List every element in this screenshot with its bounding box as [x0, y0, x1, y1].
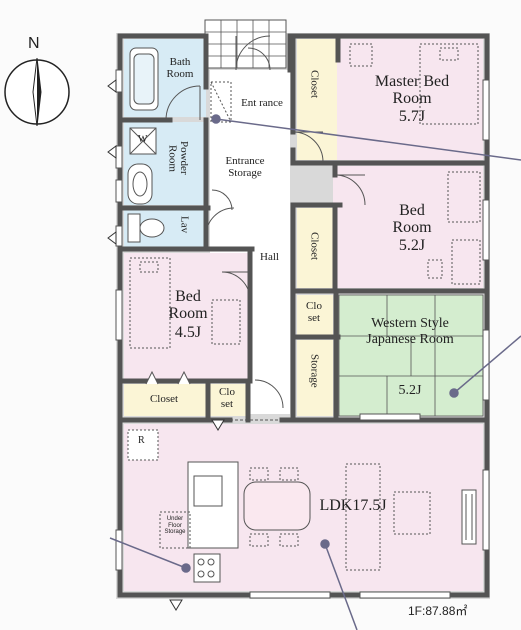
entrance-storage-label: Entrance Storage — [225, 155, 265, 179]
refrigerator-mark: R — [138, 435, 145, 446]
closet-small-1-label: Clo set — [306, 300, 322, 324]
bedroom3-size: 4.5J — [174, 324, 202, 341]
door-swings — [145, 35, 366, 421]
storage-label: Storage — [308, 354, 321, 388]
washing-machine-mark: W — [138, 134, 148, 145]
bedroom2-name: Bed Room — [392, 202, 432, 236]
master-bedroom-name: Master Bed Room — [374, 73, 450, 107]
floor-area-label: 1F:87.88㎡ — [408, 604, 468, 618]
master-bedroom-size: 5.7J — [398, 108, 426, 125]
master-closet-label: Closet — [308, 70, 321, 99]
room-fills — [124, 39, 483, 591]
closet3-label: Closet — [149, 393, 179, 405]
photo-callouts — [109, 114, 521, 630]
japanese-room-name: Western Style Japanese Room — [366, 316, 454, 348]
entrance-label: Ent rance — [241, 97, 283, 109]
hall-label: Hall — [260, 251, 279, 263]
powder-room-label: Powder Room — [166, 141, 191, 175]
bath-room-label: Bath Room — [166, 56, 194, 81]
entrance-steps — [204, 19, 287, 69]
lav-label: Lav — [178, 216, 191, 234]
underfloor-storage-label: Under Floor Storage — [164, 516, 186, 536]
exterior-door-markers — [107, 79, 225, 611]
japanese-room-size: 5.2J — [398, 383, 422, 398]
compass — [4, 57, 70, 127]
compass-north-label: N — [28, 35, 40, 52]
closet-small-2-label: Clo set — [219, 386, 235, 410]
ldk-label: LDK17.5J — [319, 497, 387, 514]
fixtures — [127, 43, 481, 583]
closet2-label: Closet — [308, 232, 321, 261]
bedroom2-size: 5.2J — [398, 237, 426, 254]
bedroom3-name: Bed Room — [168, 288, 208, 322]
